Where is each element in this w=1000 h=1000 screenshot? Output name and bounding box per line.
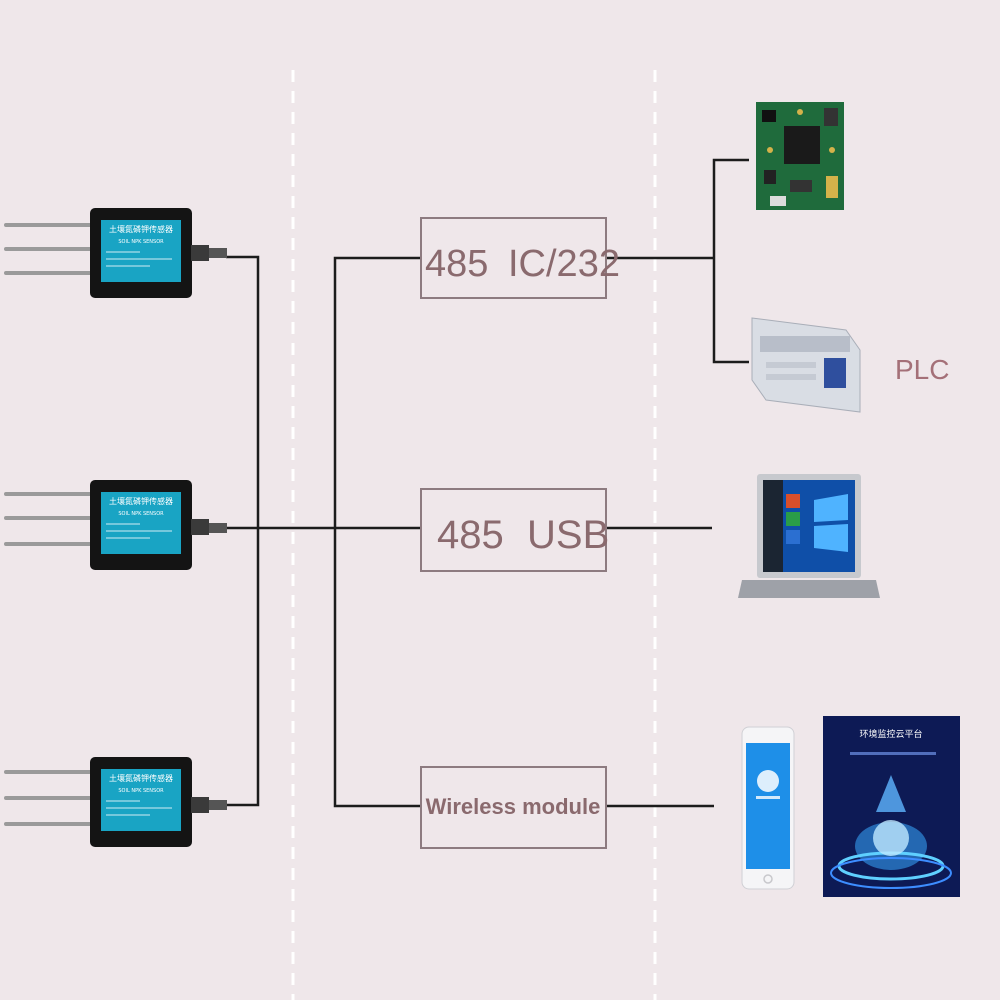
converter-top-right: IC/232 bbox=[508, 243, 620, 285]
converter-wireless: Wireless module bbox=[420, 766, 607, 849]
plc-label: PLC bbox=[895, 354, 949, 385]
sensor-subtitle: SOIL NPK SENSOR bbox=[118, 239, 164, 245]
converter-485-usb: 485 USB bbox=[420, 488, 609, 572]
converter-bottom-label: Wireless module bbox=[426, 794, 601, 819]
sensor-subtitle: SOIL NPK SENSOR bbox=[118, 788, 164, 794]
plc-device-icon bbox=[751, 317, 861, 413]
converter-middle-left: 485 bbox=[437, 513, 504, 557]
circuit-board-icon bbox=[756, 102, 844, 210]
cloud-platform-icon: 环境监控云平台 bbox=[823, 716, 960, 897]
converter-top-left: 485 bbox=[425, 243, 488, 285]
sensor-probes bbox=[4, 223, 94, 275]
converter-485-ic232: 485 IC/232 bbox=[420, 217, 620, 299]
sensor-subtitle: SOIL NPK SENSOR bbox=[118, 511, 164, 517]
sensor-title: 土壤氮磷钾传感器 bbox=[109, 496, 173, 506]
converter-middle-right: USB bbox=[527, 513, 609, 557]
sensor-probes bbox=[4, 492, 94, 546]
sensor-top: 土壤氮磷钾传感器 SOIL NPK SENSOR bbox=[4, 208, 227, 298]
platform-title: 环境监控云平台 bbox=[859, 728, 922, 740]
sensor-bottom: 土壤氮磷钾传感器 SOIL NPK SENSOR bbox=[4, 757, 227, 847]
sensor-title: 土壤氮磷钾传感器 bbox=[109, 773, 173, 783]
sensor-middle: 土壤氮磷钾传感器 SOIL NPK SENSOR bbox=[4, 480, 227, 570]
sensor-probes bbox=[4, 770, 94, 826]
smartphone-icon bbox=[741, 726, 795, 890]
laptop-icon bbox=[738, 474, 880, 598]
sensor-title: 土壤氮磷钾传感器 bbox=[109, 224, 173, 234]
bus-lines bbox=[226, 158, 749, 808]
